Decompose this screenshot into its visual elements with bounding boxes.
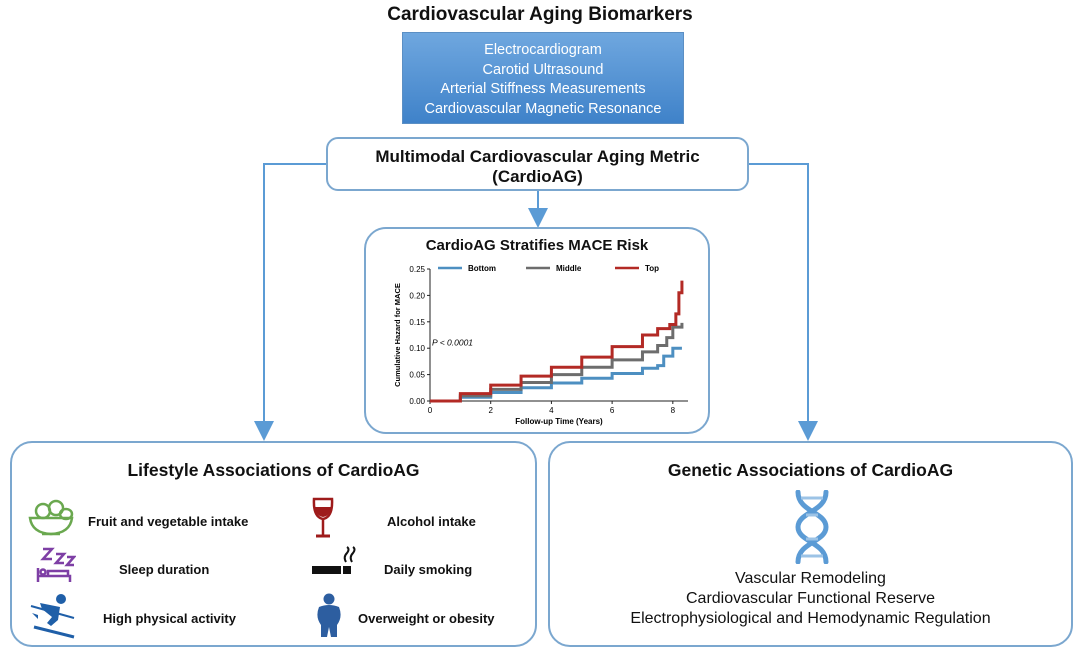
biomarker-item: Cardiovascular Magnetic Resonance bbox=[424, 100, 662, 117]
lifestyle-label-alcohol: Alcohol intake bbox=[387, 514, 476, 529]
sleep-icon bbox=[36, 547, 76, 582]
lifestyle-title: Lifestyle Associations of CardioAG bbox=[127, 460, 420, 480]
x-tick-label: 0 bbox=[428, 406, 433, 415]
lifestyle-label-fruit: Fruit and vegetable intake bbox=[88, 514, 249, 529]
legend-label: Middle bbox=[556, 264, 582, 273]
genetic-lines: Vascular Remodeling Cardiovascular Funct… bbox=[550, 569, 1071, 629]
chart-box-title: CardioAG Stratifies MACE Risk bbox=[425, 237, 649, 254]
metric-subtitle: (CardioAG) bbox=[492, 167, 583, 186]
genetic-line: Vascular Remodeling bbox=[735, 570, 886, 587]
x-tick-label: 2 bbox=[488, 406, 493, 415]
lifestyle-label-sleep: Sleep duration bbox=[119, 562, 210, 577]
dna-icon bbox=[795, 490, 829, 564]
biomarker-item: Electrocardiogram bbox=[484, 42, 602, 58]
cigarette-icon bbox=[312, 546, 356, 574]
legend-label: Bottom bbox=[468, 264, 496, 273]
fruit-bowl-icon bbox=[28, 499, 74, 536]
genetic-title: Genetic Associations of CardioAG bbox=[667, 460, 954, 480]
x-axis-label: Follow-up Time (Years) bbox=[515, 417, 603, 426]
skier-icon bbox=[30, 594, 75, 639]
metric-box: Multimodal Cardiovascular Aging Metric (… bbox=[326, 137, 749, 191]
page-title: Cardiovascular Aging Biomarkers bbox=[387, 4, 693, 25]
x-tick-label: 4 bbox=[549, 406, 554, 415]
p-value-annotation: P < 0.0001 bbox=[432, 338, 473, 348]
y-tick-label: 0.15 bbox=[409, 318, 425, 327]
x-tick-label: 8 bbox=[671, 406, 676, 415]
metric-title: Multimodal Cardiovascular Aging Metric bbox=[375, 147, 700, 166]
biomarker-item: Arterial Stiffness Measurements bbox=[440, 81, 646, 97]
wine-glass-icon bbox=[312, 497, 334, 538]
y-axis-label: Cumulative Hazard for MACE bbox=[393, 283, 402, 387]
genetic-line: Electrophysiological and Hemodynamic Reg… bbox=[630, 610, 991, 627]
series-line bbox=[430, 280, 684, 403]
lifestyle-label-activity: High physical activity bbox=[103, 611, 236, 626]
biomarker-item: Carotid Ultrasound bbox=[482, 61, 604, 78]
lifestyle-box: Lifestyle Associations of CardioAG Fruit… bbox=[10, 441, 537, 647]
y-tick-label: 0.20 bbox=[409, 291, 425, 300]
y-tick-label: 0.05 bbox=[409, 371, 425, 380]
legend-label: Top bbox=[645, 264, 659, 273]
y-tick-label: 0.25 bbox=[409, 265, 425, 274]
y-tick-label: 0.10 bbox=[409, 344, 425, 353]
lifestyle-label-smoking: Daily smoking bbox=[384, 562, 473, 577]
x-tick-label: 6 bbox=[610, 406, 615, 415]
genetic-box: Genetic Associations of CardioAG Vascula… bbox=[548, 441, 1073, 647]
y-tick-label: 0.00 bbox=[409, 397, 425, 406]
genetic-line: Cardiovascular Functional Reserve bbox=[686, 590, 935, 607]
biomarkers-box: Electrocardiogram Carotid Ultrasound Art… bbox=[402, 32, 684, 124]
lifestyle-label-obesity: Overweight or obesity bbox=[358, 611, 495, 626]
person-icon bbox=[317, 593, 341, 637]
